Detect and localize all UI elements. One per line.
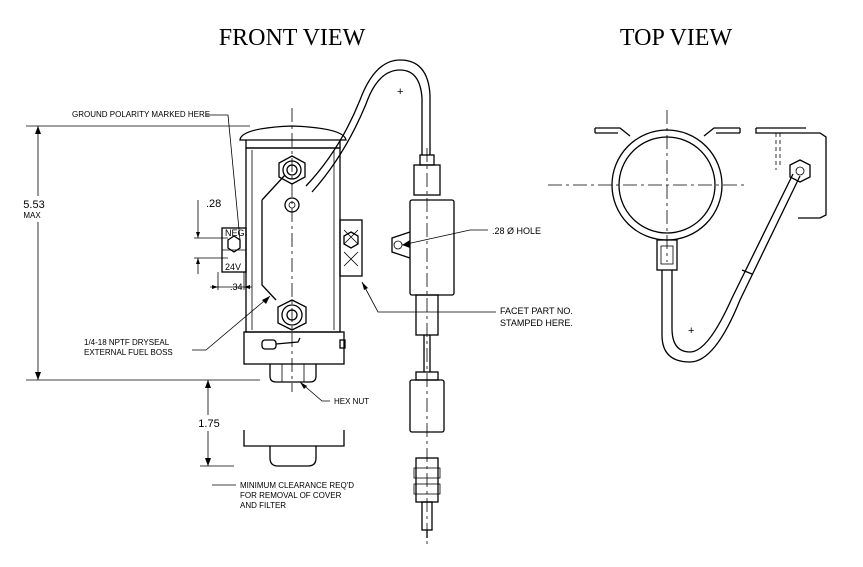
- neg-label: NEG.: [225, 228, 247, 238]
- height-value: 5.53: [23, 199, 44, 211]
- callout-ground-polarity: GROUND POLARITY MARKED HERE: [72, 110, 241, 241]
- height-dimension: 5.53 MAX: [22, 125, 260, 381]
- terminal-offset-value: .28: [206, 198, 221, 210]
- upper-fitting: [278, 155, 306, 185]
- top-cap: [239, 125, 347, 141]
- facet-line-1: FACET PART NO.: [500, 306, 573, 316]
- bracket-hex: [789, 159, 811, 183]
- clearance-value: 1.75: [198, 418, 219, 430]
- pump-body: [239, 108, 347, 392]
- connector-housing: [409, 199, 455, 296]
- power-wire-inner: [311, 69, 423, 193]
- clearance-line-2: FOR REMOVAL OF COVER: [240, 491, 342, 500]
- plug-body: [409, 379, 445, 433]
- bracket-tab: [339, 219, 363, 277]
- front-view-title: FRONT VIEW: [219, 25, 366, 51]
- phantom-cover: [243, 430, 345, 447]
- connector-hole: [393, 240, 403, 250]
- pump-inner-top: [618, 136, 716, 234]
- hex-nut: [269, 364, 317, 383]
- mount-bracket-front: [339, 219, 363, 277]
- hole-label: .28 Ø HOLE: [492, 226, 541, 236]
- ground-terminal: [284, 197, 300, 213]
- lower-fitting: [277, 299, 307, 331]
- terminal-width-value: .34: [230, 282, 243, 292]
- right-strap-ear: [703, 127, 740, 137]
- bowl-clip: [261, 339, 277, 350]
- ground-polarity-label: GROUND POLARITY MARKED HERE: [72, 110, 210, 119]
- top-wire-outer: [661, 175, 801, 363]
- inner-strap: [261, 174, 286, 301]
- hex-nut-label: HEX NUT: [334, 397, 369, 406]
- plus-marker-top: +: [688, 325, 694, 337]
- boss-line-1: 1/4-18 NPTF DRYSEAL: [84, 338, 170, 347]
- upper-fitting-hex: [278, 155, 306, 185]
- connector-tab: [391, 231, 411, 259]
- callout-hole: .28 Ø HOLE: [401, 226, 541, 248]
- terminal-dimensions: .28 NEG. 24V .34: [194, 198, 252, 292]
- callout-facet-part: FACET PART NO. STAMPED HERE.: [361, 281, 573, 328]
- top-view: +: [548, 110, 827, 363]
- lower-fitting-hex: [277, 299, 307, 331]
- top-wire-inner: [671, 173, 794, 353]
- facet-line-2: STAMPED HERE.: [500, 318, 573, 328]
- phantom-nut: [269, 446, 317, 467]
- top-connector: [656, 239, 678, 271]
- clearance-dimension: 1.75: [192, 380, 345, 467]
- callout-clearance: MINIMUM CLEARANCE REQ'D FOR REMOVAL OF C…: [212, 481, 354, 510]
- left-strap-ear: [595, 127, 631, 137]
- voltage-label: 24V: [225, 262, 241, 272]
- top-view-title: TOP VIEW: [620, 25, 733, 51]
- clearance-line-1: MINIMUM CLEARANCE REQ'D: [240, 481, 354, 490]
- clearance-line-3: AND FILTER: [240, 501, 286, 510]
- bracket-plate: [755, 128, 827, 219]
- boss-line-2: EXTERNAL FUEL BOSS: [84, 348, 173, 357]
- height-max: MAX: [23, 211, 41, 220]
- wire-connector: [391, 148, 455, 545]
- filter-bowl: [243, 331, 345, 365]
- power-wire-outer: [305, 59, 431, 187]
- connector-upper: [413, 164, 441, 196]
- callout-fuel-boss: 1/4-18 NPTF DRYSEAL EXTERNAL FUEL BOSS: [84, 295, 271, 357]
- callout-hex-nut: HEX NUT: [299, 381, 369, 406]
- connector-lower: [415, 294, 439, 336]
- plus-marker-front: +: [397, 86, 403, 98]
